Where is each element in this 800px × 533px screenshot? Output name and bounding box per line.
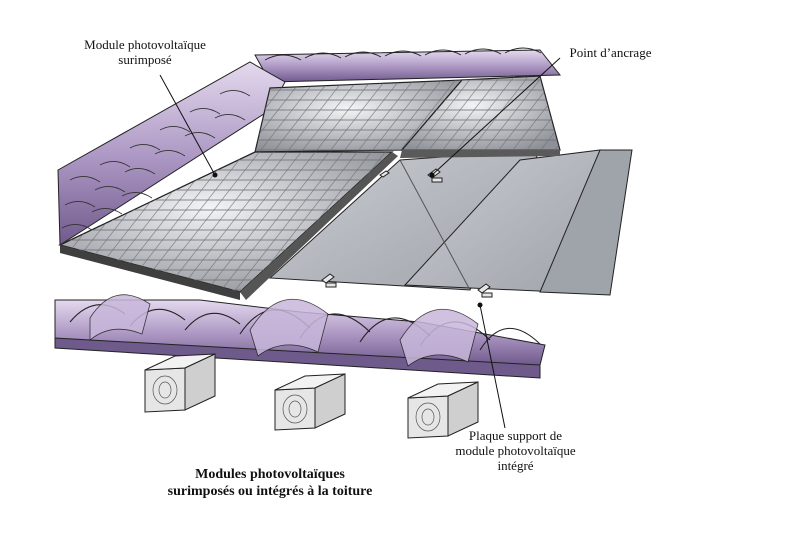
label-plaque-support: Plaque support de module photovoltaïque …: [428, 428, 603, 473]
front-pv-panel: [58, 151, 398, 300]
label-point-ancrage: Point d’ancrage: [548, 45, 673, 60]
figure-caption: Modules photovoltaïques surimposés ou in…: [135, 466, 405, 500]
label-ancrage-line1: Point d’ancrage: [569, 45, 652, 60]
leader-lines: [159, 57, 561, 429]
rear-pv-panel: [254, 75, 561, 158]
integrated-plates: [268, 149, 633, 296]
caption-line2: surimposés ou intégrés à la toiture: [167, 484, 373, 499]
label-plaque-line2: module photovoltaïque: [455, 443, 576, 458]
wooden-battens: [144, 353, 479, 439]
label-surimpose-line2: surimposé: [118, 52, 172, 67]
label-plaque-line3: intégré: [497, 458, 534, 473]
label-surimpose-line1: Module photovoltaïque: [84, 37, 206, 52]
label-plaque-line1: Plaque support de: [468, 428, 563, 443]
leader-dots: [212, 172, 483, 308]
front-tile-row: [54, 294, 546, 379]
label-module-surimpose: Module photovoltaïque surimposé: [55, 37, 235, 67]
caption-line1: Modules photovoltaïques: [195, 467, 345, 482]
